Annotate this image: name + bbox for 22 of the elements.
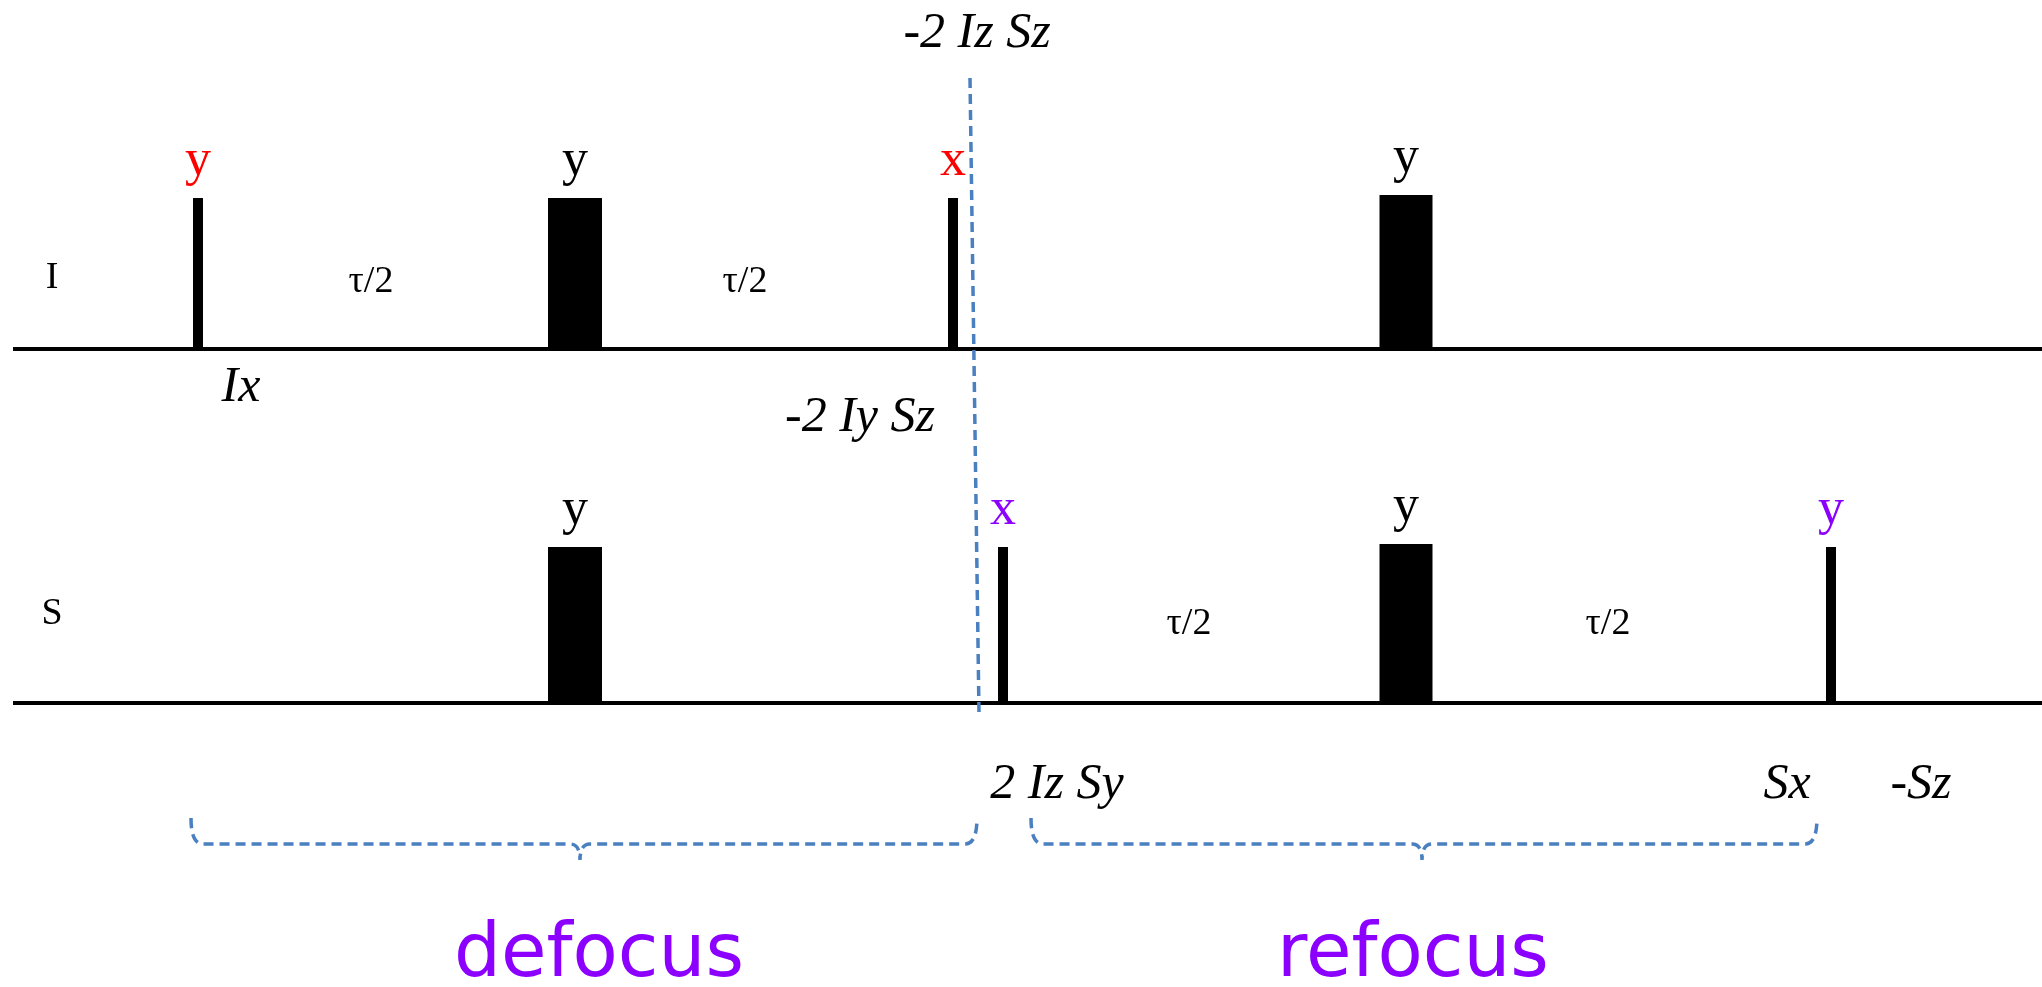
operator-label: -2 Iy Sz <box>785 386 935 442</box>
period-label: refocus <box>1277 910 1549 987</box>
pulse-phase-label: y <box>1393 478 1419 530</box>
pulse-phase-label: y <box>185 132 211 184</box>
pulse-phase-label: y <box>562 132 588 184</box>
pulse-phase-label: y <box>1818 481 1844 533</box>
operator-label: -2 Iz Sz <box>903 2 1051 58</box>
delay-label: τ/2 <box>722 259 768 301</box>
operator-label: 2 Iz Sy <box>990 753 1124 809</box>
pulse-phase-label: x <box>990 481 1016 533</box>
delay-label: τ/2 <box>1166 601 1212 643</box>
operator-label: -Sz <box>1890 753 1952 809</box>
delay-label: τ/2 <box>1585 601 1631 643</box>
channel-label: S <box>41 591 63 633</box>
channel-label: I <box>45 255 59 297</box>
pulse-phase-label: y <box>562 481 588 533</box>
operator-label: Ix <box>221 356 261 412</box>
operator-label: Sx <box>1763 753 1811 809</box>
pulse-phase-label: y <box>1393 129 1419 181</box>
period-label: defocus <box>454 910 744 987</box>
delay-label: τ/2 <box>348 259 394 301</box>
pulse-phase-label: x <box>940 132 966 184</box>
